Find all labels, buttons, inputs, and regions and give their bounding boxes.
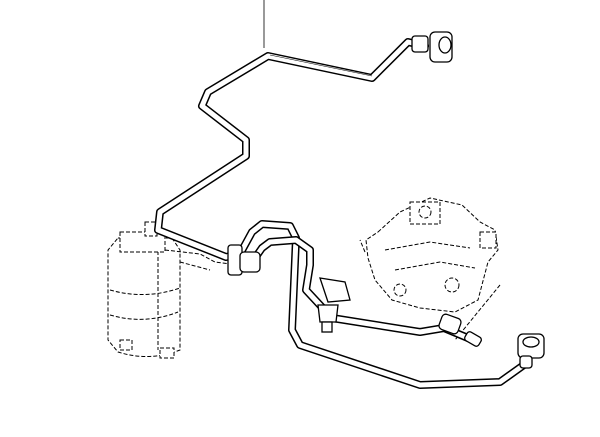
pipe-clamp [317,277,351,333]
banjo-connector-top [411,31,453,63]
nozzle-fitting [438,313,482,347]
upper-fuel-pipe [154,38,532,389]
fuel-filter-ghost [107,221,231,359]
banjo-connector-bottom [517,333,545,369]
quick-connector-filter [227,244,261,276]
lower-fuel-pipe [244,236,472,342]
injection-pump-ghost [359,197,501,341]
